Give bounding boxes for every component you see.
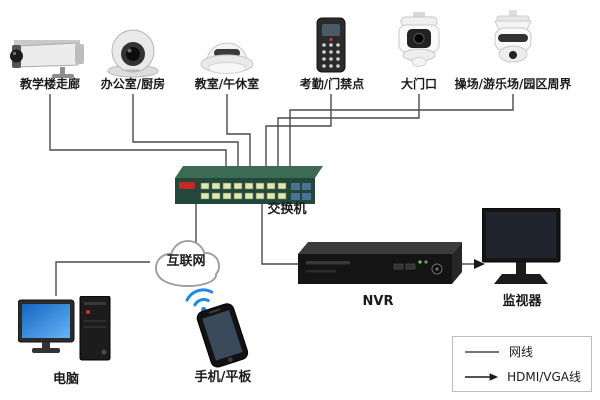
- label-speed-dome-camera: 操场/游乐场/园区周界: [454, 77, 572, 91]
- access-control-icon: [316, 17, 346, 73]
- hdmi-cable-arrow-icon: [464, 372, 499, 381]
- label-mobile: 手机/平板: [194, 370, 252, 385]
- legend-network-cable-label: 网线: [509, 345, 534, 359]
- network-cable-line-icon: [465, 350, 499, 353]
- label-internet: 互联网: [166, 254, 206, 269]
- label-bullet-camera: 教学楼走廊: [19, 77, 80, 91]
- label-mini-dome-camera: 教室/午休室: [194, 77, 260, 91]
- phone-icon: [193, 299, 255, 375]
- ptz-camera-icon: [398, 12, 440, 67]
- hdmi-arrowhead: [474, 259, 485, 269]
- speed-dome-camera-icon: [494, 10, 532, 63]
- pc-icon: [18, 296, 111, 361]
- wire-mini-dome: [226, 94, 251, 168]
- legend-hdmi-cable-label: HDMI/VGA线: [507, 370, 581, 384]
- nvr-icon: [298, 242, 462, 284]
- wire-internet-pc: [55, 261, 150, 296]
- wire-switch-nvr: [261, 204, 298, 265]
- label-ptz-camera: 大门口: [400, 77, 437, 91]
- wire-access-control: [265, 94, 332, 168]
- label-access-control: 考勤/门禁点: [299, 77, 365, 91]
- monitor-icon: [482, 208, 561, 284]
- label-monitor: 监视器: [502, 294, 542, 309]
- label-switch: 交换机: [267, 202, 307, 217]
- internet-cloud-icon: [155, 240, 220, 287]
- label-pc: 电脑: [52, 372, 79, 387]
- mini-dome-camera-icon: [200, 42, 254, 74]
- wire-bullet-camera: [49, 94, 227, 168]
- legend-row-hdmi-cable: HDMI/VGA线: [463, 368, 581, 385]
- wire-speed-dome: [289, 94, 514, 168]
- legend-row-network-cable: 网线: [463, 343, 581, 360]
- network-switch-icon: [175, 166, 323, 204]
- wire-ptz-camera: [277, 94, 420, 168]
- legend-box: 网线 HDMI/VGA线: [452, 336, 592, 392]
- bullet-camera-icon: [10, 40, 84, 78]
- label-turret-camera: 办公室/厨房: [100, 77, 166, 91]
- turret-camera-icon: [107, 29, 159, 78]
- wire-turret-camera: [132, 94, 239, 168]
- label-nvr: NVR: [362, 294, 394, 309]
